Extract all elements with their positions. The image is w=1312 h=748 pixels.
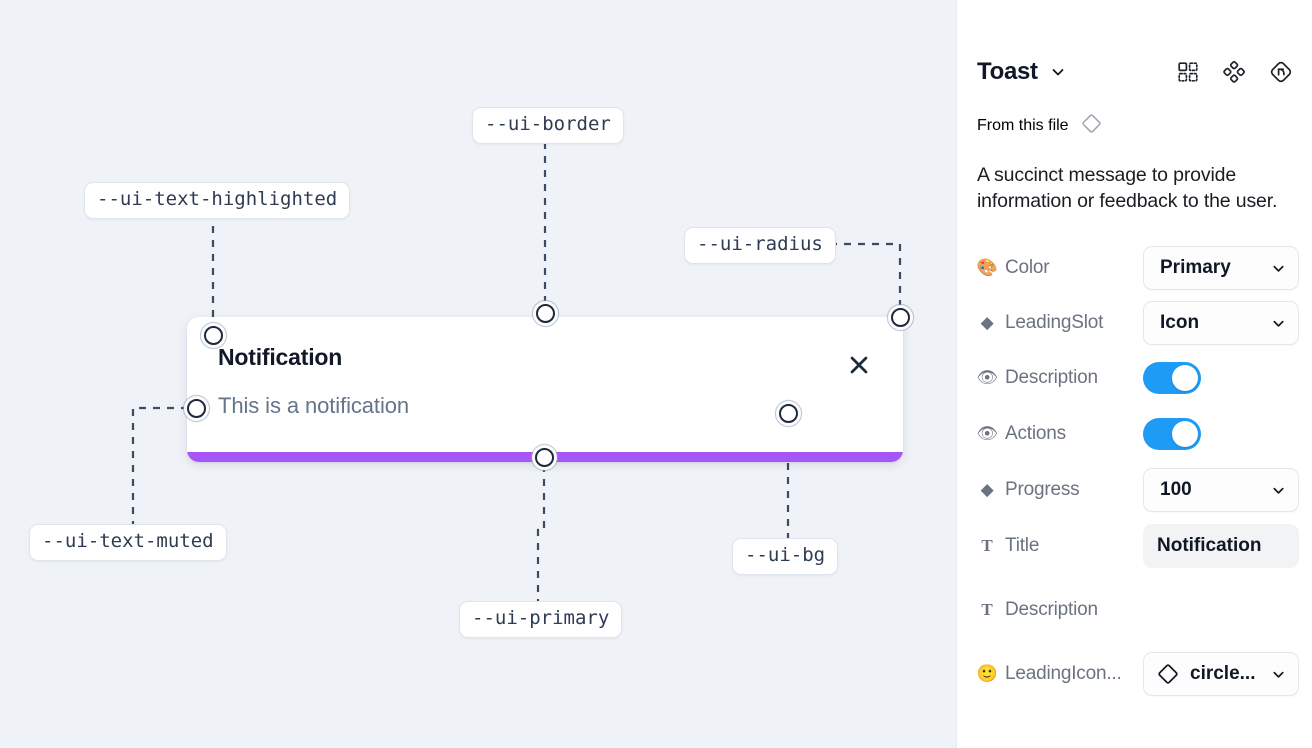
smiley-emoji-icon: 🙂 (976, 664, 998, 683)
prop-row-title: T Title Notification (957, 523, 1312, 569)
annotation-pill-ui-primary[interactable]: --ui-primary (459, 601, 623, 638)
prop-label-title: T Title (977, 535, 1039, 557)
close-x-icon[interactable] (846, 352, 872, 378)
prop-text-progress: Progress (1005, 479, 1080, 500)
panel-header: Toast (957, 48, 1312, 96)
title-input[interactable]: Notification (1143, 523, 1299, 569)
chevron-down-icon (1271, 667, 1286, 682)
prop-label-actions-visibility: 👁 Actions (976, 423, 1066, 445)
prop-text-leadingicon: LeadingIcon... (1005, 663, 1122, 684)
from-this-file-row[interactable]: From this file (977, 112, 1103, 140)
prop-text-description-text: Description (1005, 599, 1098, 620)
annotation-pill-ui-border[interactable]: --ui-border (472, 107, 624, 144)
properties-panel: Toast (956, 0, 1312, 748)
text-t-icon: T (981, 536, 993, 555)
color-select[interactable]: Primary (1143, 246, 1299, 290)
prop-row-leadingslot: ◆ LeadingSlot Icon (957, 301, 1312, 345)
annotation-pill-ui-bg[interactable]: --ui-bg (732, 538, 839, 575)
prop-text-leadingslot: LeadingSlot (1005, 312, 1104, 333)
chevron-down-icon (1271, 316, 1286, 331)
toast-component-preview[interactable]: Notification This is a notification (187, 317, 903, 462)
panel-title: Toast (977, 58, 1038, 85)
prop-row-description-text: T Description This is a notification (957, 580, 1312, 640)
anchor-ui-border[interactable] (536, 304, 555, 323)
anchor-ui-primary[interactable] (535, 448, 554, 467)
prop-row-progress: ◆ Progress 100 (957, 468, 1312, 512)
description-toggle[interactable] (1143, 362, 1201, 394)
wire-ui-text-muted (131, 406, 188, 524)
actions-toggle[interactable] (1143, 418, 1201, 450)
leadingslot-select-value: Icon (1160, 312, 1200, 333)
toast-title: Notification (218, 344, 343, 370)
text-t-icon: T (981, 600, 993, 619)
prop-text-actions-visibility: Actions (1005, 423, 1066, 444)
toast-description: This is a notification (218, 393, 409, 418)
prop-label-description-text: T Description (977, 599, 1098, 621)
prop-label-color: 🎨 Color (976, 257, 1050, 279)
prop-text-color: Color (1005, 257, 1050, 278)
wire-ui-primary (536, 465, 546, 602)
component-instance-icon[interactable] (1176, 60, 1200, 84)
from-file-label: From this file (977, 117, 1069, 134)
progress-select-value: 100 (1160, 479, 1192, 500)
diamond-filled-icon: ◆ (980, 313, 994, 332)
prop-row-actions-visibility: 👁 Actions (957, 418, 1312, 450)
design-canvas[interactable]: Notification This is a notification --ui… (0, 0, 956, 748)
prop-row-color: 🎨 Color Primary (957, 246, 1312, 290)
prop-row-description-visibility: 👁 Description (957, 362, 1312, 394)
prop-text-title: Title (1005, 535, 1040, 556)
anchor-ui-text-highlighted[interactable] (204, 326, 223, 345)
leadingicon-select[interactable]: circle... (1143, 652, 1299, 696)
prop-control-leadingslot: Icon (1143, 301, 1299, 345)
wire-ui-radius (830, 242, 902, 309)
prop-row-leadingicon: 🙂 LeadingIcon... circle... (957, 652, 1312, 696)
color-select-value: Primary (1160, 257, 1231, 278)
chevron-down-icon (1271, 483, 1286, 498)
annotation-pill-ui-radius[interactable]: --ui-radius (684, 227, 836, 264)
prop-label-progress: ◆ Progress (977, 479, 1080, 501)
toggle-knob (1172, 365, 1198, 391)
reset-instance-icon[interactable] (1268, 59, 1294, 85)
diamond-component-icon (1156, 662, 1180, 686)
prop-control-description-visibility (1143, 362, 1201, 394)
chevron-down-icon (1271, 261, 1286, 276)
annotation-pill-ui-text-highlighted[interactable]: --ui-text-highlighted (84, 182, 351, 219)
variants-diamond-icon[interactable] (1222, 60, 1246, 84)
prop-label-leadingicon: 🙂 LeadingIcon... (977, 663, 1122, 685)
prop-text-description-visibility: Description (1005, 367, 1098, 388)
toggle-knob (1172, 421, 1198, 447)
palette-emoji-icon: 🎨 (976, 258, 998, 277)
prop-label-description-visibility: 👁 Description (976, 367, 1098, 389)
prop-label-leadingslot: ◆ LeadingSlot (977, 312, 1104, 334)
eye-emoji-icon: 👁 (976, 424, 998, 443)
anchor-ui-bg[interactable] (779, 404, 798, 423)
diamond-filled-icon: ◆ (980, 480, 994, 499)
anchor-ui-text-muted[interactable] (187, 399, 206, 418)
prop-control-leadingicon: circle... (1143, 652, 1299, 696)
chevron-down-icon[interactable] (1050, 64, 1066, 80)
prop-control-progress: 100 (1143, 468, 1299, 512)
annotation-pill-ui-text-muted[interactable]: --ui-text-muted (29, 524, 227, 561)
prop-control-color: Primary (1143, 246, 1299, 290)
leadingicon-select-value: circle... (1190, 663, 1256, 684)
panel-header-actions (1176, 59, 1294, 85)
progress-select[interactable]: 100 (1143, 468, 1299, 512)
prop-control-title: Notification (1143, 523, 1299, 569)
anchor-ui-radius[interactable] (891, 308, 910, 327)
leadingslot-select[interactable]: Icon (1143, 301, 1299, 345)
component-description: A succinct message to provide informatio… (977, 164, 1278, 212)
eye-emoji-icon: 👁 (976, 368, 998, 387)
diamond-component-icon (1080, 112, 1103, 140)
prop-control-actions-visibility (1143, 418, 1201, 450)
